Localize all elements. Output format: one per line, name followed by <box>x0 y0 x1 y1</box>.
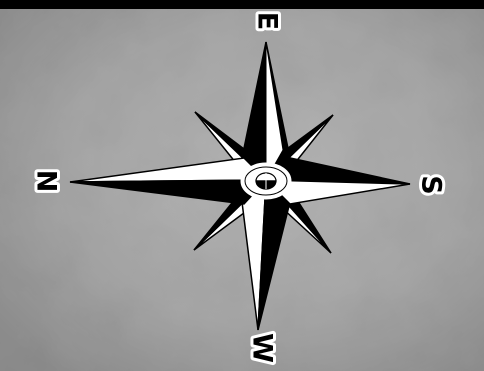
top-black-bar <box>0 0 484 9</box>
direction-label-left: N <box>31 170 62 193</box>
direction-label-bottom: W <box>247 333 278 363</box>
map-canvas: E S W N <box>0 9 484 371</box>
direction-label-right: S <box>416 175 447 194</box>
compass-hub <box>242 164 290 198</box>
direction-label-top: E <box>252 12 283 30</box>
